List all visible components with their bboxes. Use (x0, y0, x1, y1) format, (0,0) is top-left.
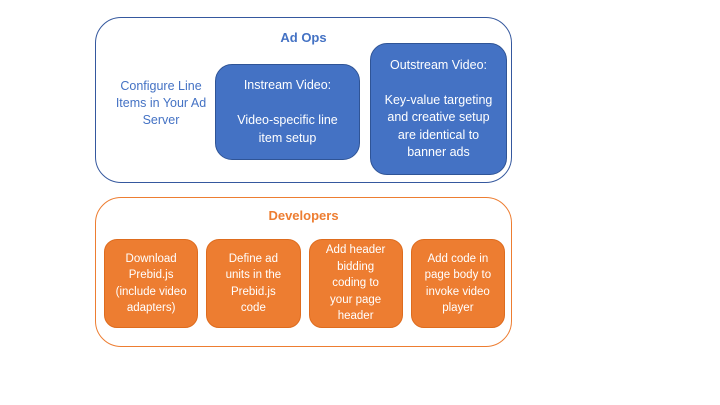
dev-step-box-header-bidding-code: Add header bidding coding to your page h… (308, 239, 403, 328)
developers-title: Developers (268, 208, 339, 223)
instream-video-box: Instream Video: Video-specific line item… (215, 64, 360, 160)
dev-step-label: Download Prebid.js (include video adapte… (115, 252, 187, 315)
outstream-video-box: Outstream Video: Key-value targeting and… (370, 43, 507, 175)
developer-steps-row: Download Prebid.js (include video adapte… (104, 239, 505, 328)
dev-step-label: Add header bidding coding to your page h… (325, 244, 386, 323)
ad-ops-group: Ad Ops Configure Line Items in Your Ad S… (95, 17, 512, 183)
developers-group: Developers Download Prebid.js (include v… (95, 197, 512, 347)
dev-step-box-invoke-video-player: Add code in page body to invoke video pl… (410, 239, 505, 328)
dev-step-label: Add code in page body to invoke video pl… (424, 252, 492, 315)
dev-step-box-define-ad-units: Define ad units in the Prebid.js code (206, 239, 301, 328)
outstream-video-text: Outstream Video: Key-value targeting and… (384, 57, 493, 160)
ad-ops-title: Ad Ops (280, 30, 327, 45)
instream-video-text: Instream Video: Video-specific line item… (237, 78, 338, 145)
dev-step-label: Define ad units in the Prebid.js code (225, 252, 282, 315)
configure-line-items-label: Configure Line Items in Your Ad Server (115, 79, 207, 127)
dev-step-box-download-prebid: Download Prebid.js (include video adapte… (104, 239, 199, 328)
